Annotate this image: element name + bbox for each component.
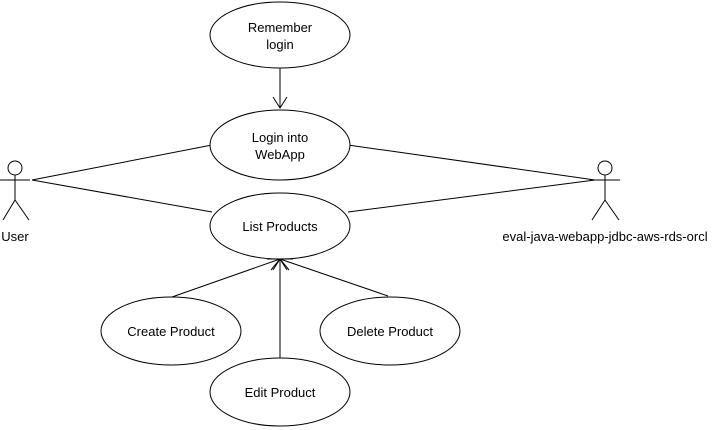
use-case-remember-login: Remember login — [209, 1, 351, 69]
actor-system: eval-java-webapp-jdbc-aws-rds-orcl — [502, 160, 708, 244]
use-case-create-product-ellipse — [100, 296, 242, 366]
stick-figure-icon — [590, 160, 620, 221]
edge-user-to-list-products — [31, 179, 213, 213]
use-case-login-line-2: WebApp — [255, 147, 305, 162]
edge-user-to-login — [31, 144, 213, 181]
use-case-remember-login-ellipse — [209, 1, 351, 69]
use-case-list-products-ellipse — [209, 192, 351, 260]
use-case-list-products: List Products — [209, 192, 351, 260]
edges — [31, 68, 596, 358]
edge-delete-to-list — [279, 258, 389, 297]
use-case-list-products-label: List Products — [242, 219, 318, 234]
use-case-delete-product-ellipse — [319, 296, 461, 366]
use-case-edit-product: Edit Product — [209, 357, 351, 427]
use-case-create-product-label: Create Product — [127, 324, 215, 339]
actor-user-label: User — [1, 229, 29, 244]
edge-system-to-list-products — [347, 179, 596, 213]
use-case-login-line-1: Login into — [252, 130, 308, 145]
use-case-delete-product-label: Delete Product — [347, 324, 433, 339]
stick-figure-icon — [0, 160, 30, 221]
edge-system-to-login — [347, 144, 596, 181]
edge-create-to-list — [171, 258, 281, 298]
use-case-remember-login-line-2: login — [266, 37, 293, 52]
use-case-remember-login-line-1: Remember — [248, 20, 313, 35]
use-case-edit-product-label: Edit Product — [245, 385, 316, 400]
arrowhead-remember-to-login — [272, 96, 288, 109]
use-case-login-ellipse — [209, 109, 351, 181]
use-case-delete-product: Delete Product — [319, 296, 461, 366]
actor-system-label: eval-java-webapp-jdbc-aws-rds-orcl — [502, 229, 707, 244]
use-case-login: Login into WebApp — [209, 109, 351, 181]
use-case-create-product: Create Product — [100, 296, 242, 366]
use-case-edit-product-ellipse — [209, 357, 351, 427]
actor-user: User — [0, 160, 30, 244]
